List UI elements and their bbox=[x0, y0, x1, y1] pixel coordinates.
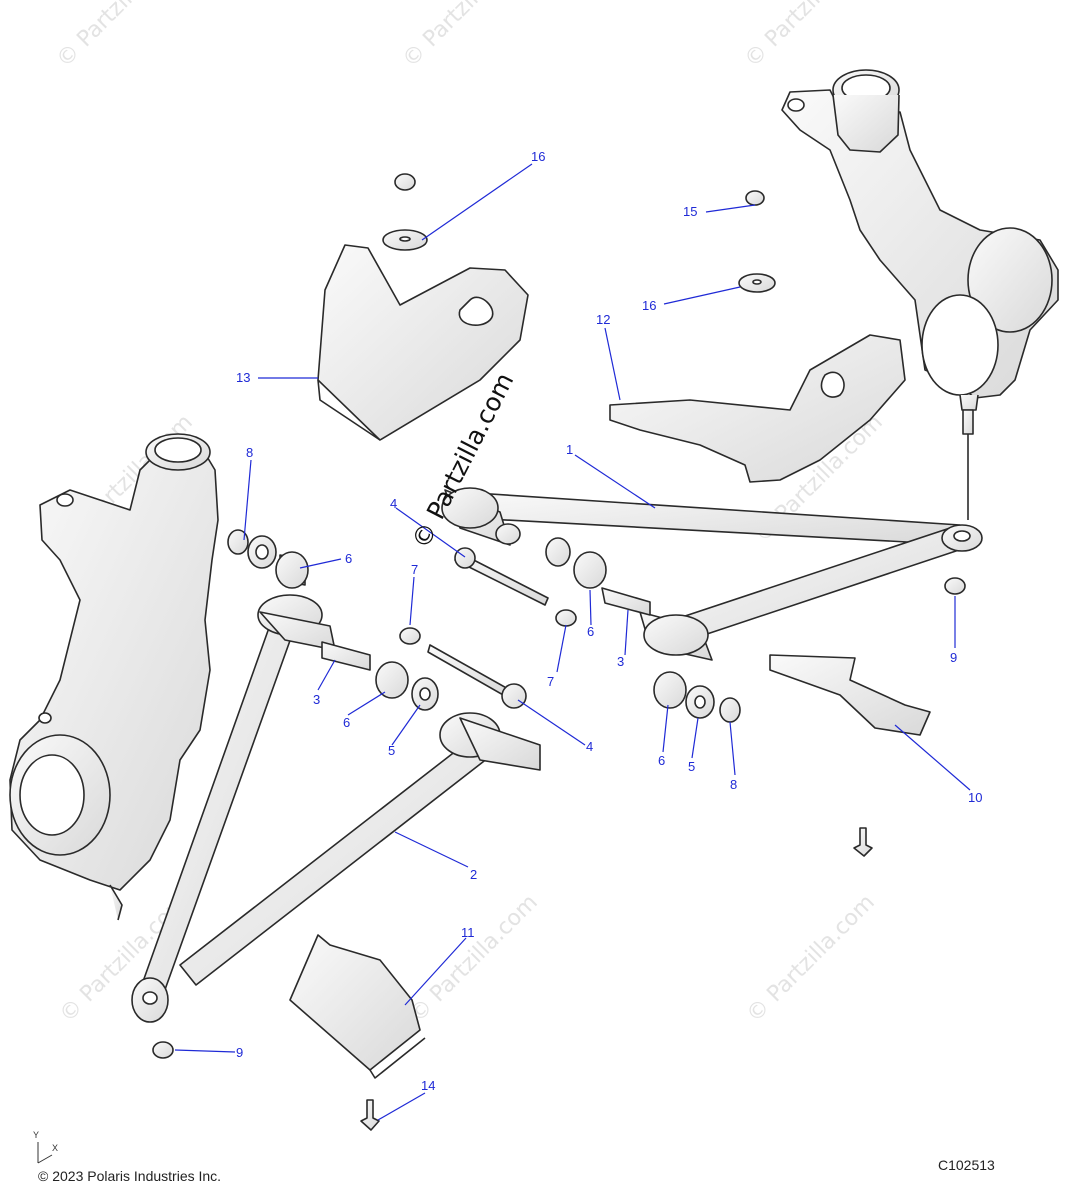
callout-c8a: 8 bbox=[246, 445, 254, 460]
guard-11 bbox=[289, 934, 426, 1079]
leader-lines bbox=[174, 163, 971, 1121]
callout-c5b: 5 bbox=[688, 759, 696, 774]
callout-c6a: 6 bbox=[345, 551, 353, 566]
callout-c6d: 6 bbox=[658, 753, 666, 768]
skid-plate-12 bbox=[609, 334, 906, 483]
callout-c14: 14 bbox=[421, 1078, 436, 1093]
axis-x-label: X bbox=[52, 1143, 59, 1153]
callout-c9b: 9 bbox=[236, 1045, 244, 1060]
callout-c8b: 8 bbox=[730, 777, 738, 792]
callout-c16a: 16 bbox=[531, 149, 546, 164]
callout-c5a: 5 bbox=[388, 743, 396, 758]
callout-c11: 11 bbox=[461, 925, 475, 940]
callout-c3a: 3 bbox=[313, 692, 321, 707]
callout-c6b: 6 bbox=[343, 715, 351, 730]
callout-c13: 13 bbox=[236, 370, 251, 385]
axis-y-label: Y bbox=[33, 1130, 40, 1140]
upper-a-arm-1 bbox=[441, 487, 983, 661]
callout-c10: 10 bbox=[968, 790, 983, 805]
hardware bbox=[152, 173, 966, 1131]
callout-c12: 12 bbox=[596, 312, 611, 327]
callout-c7b: 7 bbox=[547, 674, 555, 689]
axis-triad-icon bbox=[37, 1142, 53, 1164]
bushing-cluster-right bbox=[454, 537, 741, 723]
copyright-notice: © 2023 Polaris Industries Inc. bbox=[38, 1168, 222, 1184]
callout-c1: 1 bbox=[566, 442, 574, 457]
callout-c15: 15 bbox=[683, 204, 698, 219]
drawing-id: C102513 bbox=[938, 1157, 995, 1173]
callout-c4b: 4 bbox=[586, 739, 594, 754]
skid-plate-13 bbox=[317, 244, 529, 441]
callout-c3b: 3 bbox=[617, 654, 625, 669]
guard-10 bbox=[769, 654, 931, 736]
right-knuckle bbox=[781, 69, 1059, 520]
callout-c6c: 6 bbox=[587, 624, 595, 639]
callout-c2: 2 bbox=[470, 867, 478, 882]
lower-a-arm-2 bbox=[131, 594, 541, 1023]
callout-c4a: 4 bbox=[390, 496, 398, 511]
callout-c9a: 9 bbox=[950, 650, 958, 665]
bushing-cluster-left bbox=[227, 529, 527, 711]
callout-c16b: 16 bbox=[642, 298, 657, 313]
callout-c7a: 7 bbox=[411, 562, 419, 577]
left-knuckle bbox=[9, 433, 219, 921]
